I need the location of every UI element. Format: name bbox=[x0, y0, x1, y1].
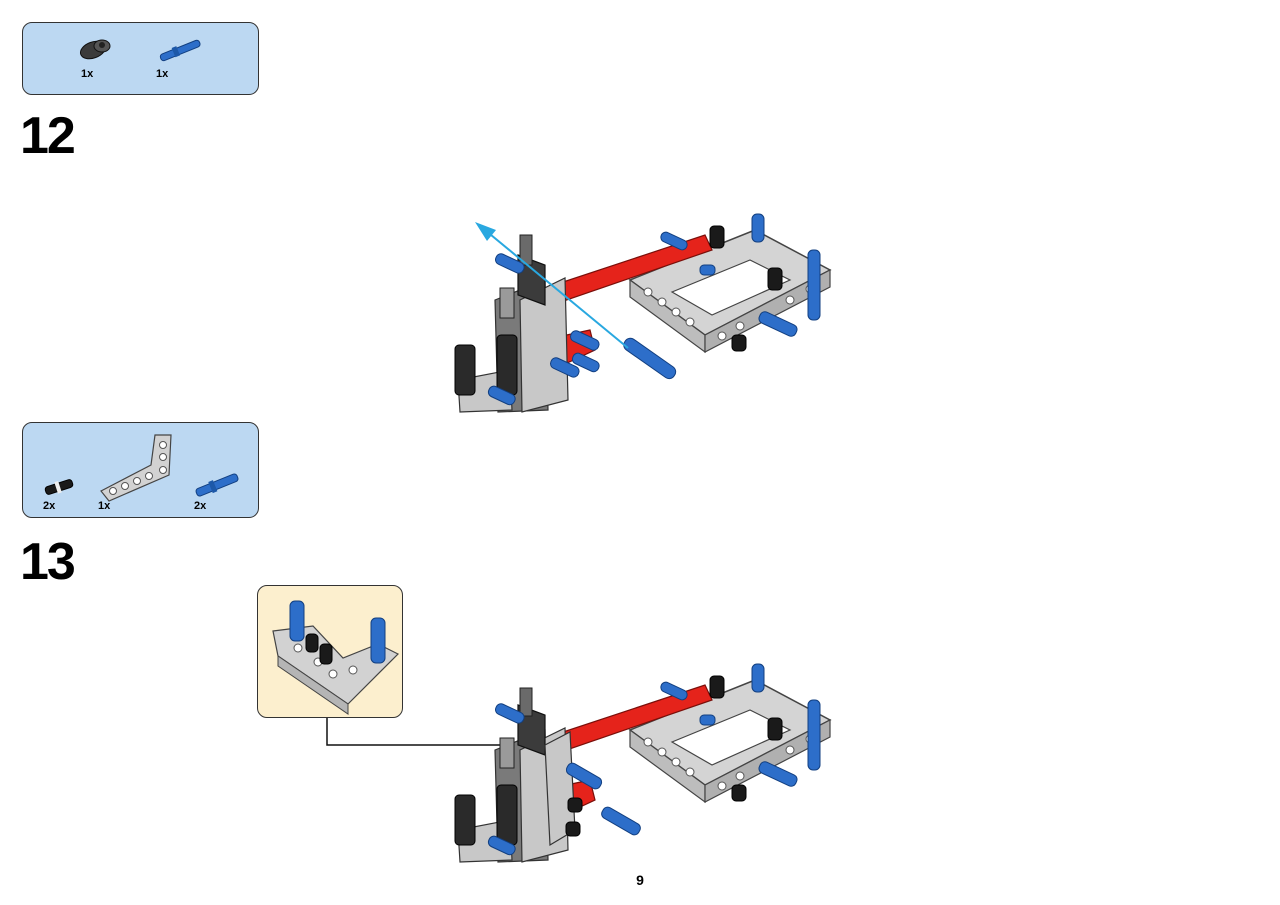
friction-pin-part-icon bbox=[44, 479, 74, 495]
black-pins bbox=[565, 675, 783, 837]
part-qty: 1x bbox=[156, 68, 169, 80]
step-number: 12 bbox=[20, 107, 76, 165]
long-pin-part-icon bbox=[159, 39, 201, 62]
page-number: 9 bbox=[636, 872, 644, 888]
long-pin-part-icon bbox=[195, 473, 239, 497]
blue-pins bbox=[487, 663, 821, 856]
part-qty: 2x bbox=[194, 500, 207, 512]
subassembly-illustration bbox=[272, 600, 400, 715]
part-qty: 1x bbox=[98, 500, 111, 512]
part-qty: 2x bbox=[43, 500, 56, 512]
step-number: 13 bbox=[20, 533, 76, 591]
black-pins bbox=[709, 225, 783, 352]
blue-pins bbox=[487, 213, 821, 406]
left-structure bbox=[454, 687, 576, 863]
open-frame bbox=[628, 679, 832, 804]
subassembly-callout bbox=[257, 585, 403, 718]
new-blue-long-pin bbox=[623, 337, 677, 380]
step-12-parts-box: 1x 1x bbox=[22, 22, 259, 95]
axle-connector-part-icon bbox=[79, 39, 111, 60]
step-13-parts-box: 2x 1x 2x bbox=[22, 422, 259, 518]
insertion-arrow bbox=[475, 222, 629, 349]
callout-connector-line bbox=[326, 718, 545, 746]
l-beam-part-icon bbox=[100, 434, 172, 502]
step-13-parts-art bbox=[44, 434, 239, 502]
left-structure bbox=[454, 234, 569, 413]
part-qty: 1x bbox=[81, 68, 94, 80]
step-12-parts-art bbox=[79, 39, 201, 62]
